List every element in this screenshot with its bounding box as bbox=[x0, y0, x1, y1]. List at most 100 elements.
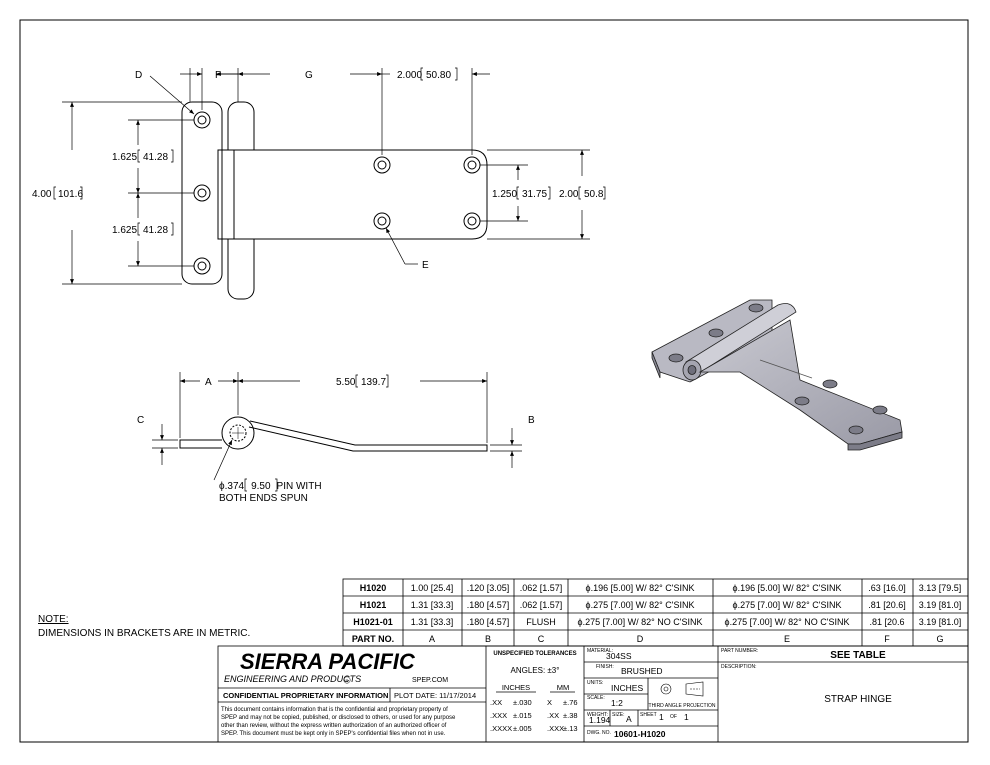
weight-value: 1.194 bbox=[589, 715, 611, 725]
dim-hole-spacing-1: 1.625 bbox=[112, 152, 137, 163]
table-cell-d: ϕ.275 [7.00] W/ 82° NO C'SINK bbox=[578, 617, 703, 627]
dim-hole-spacing-1-mm: 41.28 bbox=[143, 152, 168, 163]
confidential-label: CONFIDENTIAL PROPRIETARY INFORMATION bbox=[223, 691, 388, 700]
dim-length-mm: 139.7 bbox=[361, 377, 386, 388]
part-number-label: PART NUMBER: bbox=[721, 648, 758, 654]
top-view-dimensions bbox=[62, 68, 590, 285]
tol-in-value: ±.030 bbox=[513, 698, 532, 707]
tolerances-inches-header: INCHES bbox=[502, 683, 530, 692]
registered-mark-icon bbox=[343, 676, 351, 684]
table-header-part: PART NO. bbox=[352, 634, 394, 644]
size-value: A bbox=[626, 714, 632, 724]
disclaimer-line: This document contains information that … bbox=[221, 707, 448, 713]
of-label: OF bbox=[670, 714, 677, 720]
table-cell-c: .062 [1.57] bbox=[520, 600, 563, 610]
table-cell-a: 1.31 [33.3] bbox=[411, 600, 454, 610]
size-label: SIZE: bbox=[612, 712, 625, 718]
side-view-dimensions bbox=[152, 372, 522, 481]
third-angle-label: THIRD ANGLE PROJECTION bbox=[649, 703, 716, 709]
note-title: NOTE: bbox=[38, 614, 69, 625]
table-header-d: D bbox=[637, 634, 644, 644]
title-block bbox=[217, 645, 969, 743]
finish-label: FINISH: bbox=[596, 664, 614, 670]
of-value: 1 bbox=[684, 712, 689, 722]
title-block-text: SIERRA PACIFIC ENGINEERING AND PRODUCTS … bbox=[221, 648, 892, 739]
table-cell-part: H1021-01 bbox=[353, 617, 393, 627]
table-cell-f: .81 [20.6 bbox=[869, 617, 904, 627]
tol-mm-value: ±.38 bbox=[563, 711, 578, 720]
part-number-value: SEE TABLE bbox=[830, 650, 886, 661]
strap-outline bbox=[217, 149, 488, 240]
sheet-value: 1 bbox=[659, 712, 664, 722]
table-cell-g: 3.13 [79.5] bbox=[919, 583, 962, 593]
dim-strap-hole-spacing: 1.250 bbox=[492, 189, 517, 200]
tol-mm-format: X bbox=[547, 698, 552, 707]
tol-mm-format: .XX bbox=[547, 711, 559, 720]
label-d: D bbox=[135, 70, 142, 81]
third-angle-projection-icon bbox=[660, 681, 704, 697]
table-header-f: F bbox=[884, 634, 890, 644]
dim-hole-spacing-2: 1.625 bbox=[112, 225, 137, 236]
tol-in-format: .XXX bbox=[490, 711, 507, 720]
isometric-view bbox=[651, 299, 903, 451]
table-cell-c: FLUSH bbox=[526, 617, 556, 627]
part-table-text: H1020 1.00 [25.4] .120 [3.05] .062 [1.57… bbox=[352, 583, 961, 644]
dim-strap-width-mm: 50.8 bbox=[584, 189, 604, 200]
weight-label: WEIGHT: bbox=[587, 712, 608, 718]
table-cell-b: .120 [3.05] bbox=[467, 583, 510, 593]
table-cell-a: 1.31 [33.3] bbox=[411, 617, 454, 627]
top-view-dim-text: D F G 2.000 50.80 1.625 41.28 1.625 41.2… bbox=[32, 67, 606, 271]
table-cell-e: ϕ.275 [7.00] W/ 82° C'SINK bbox=[733, 600, 842, 610]
strap-hole bbox=[373, 212, 391, 230]
table-cell-d: ϕ.275 [7.00] W/ 82° C'SINK bbox=[586, 600, 695, 610]
pin-note-line-2: BOTH ENDS SPUN bbox=[219, 493, 308, 504]
table-cell-d: ϕ.196 [5.00] W/ 82° C'SINK bbox=[586, 583, 695, 593]
table-cell-e: ϕ.275 [7.00] W/ 82° NO C'SINK bbox=[725, 617, 850, 627]
side-view bbox=[179, 416, 488, 452]
disclaimer-line: SPEP. This document must be kept only in… bbox=[221, 731, 446, 737]
label-b: B bbox=[528, 415, 535, 426]
description-value: STRAP HINGE bbox=[824, 694, 892, 705]
finish-value: BRUSHED bbox=[621, 666, 663, 676]
table-header-c: C bbox=[538, 634, 545, 644]
company-subtitle: ENGINEERING AND PRODUCTS bbox=[224, 674, 361, 684]
tolerances-title: UNSPECIFIED TOLERANCES bbox=[493, 651, 576, 657]
dim-height-mm: 101.6 bbox=[58, 189, 83, 200]
table-cell-b: .180 [4.57] bbox=[467, 600, 510, 610]
dwg-no-value: 10601-H1020 bbox=[614, 729, 666, 739]
scale-value: 1:2 bbox=[611, 698, 623, 708]
sheet-label: SHEET bbox=[640, 712, 657, 718]
company-name: SIERRA PACIFIC bbox=[240, 649, 416, 674]
disclaimer-line: other than review, without the express w… bbox=[221, 723, 447, 729]
label-e: E bbox=[422, 260, 429, 271]
material-label: MATERIAL: bbox=[587, 648, 613, 654]
tol-in-format: .XXXX bbox=[490, 724, 512, 733]
strap-side bbox=[248, 420, 488, 452]
tolerances-mm-header: MM bbox=[557, 683, 570, 692]
disclaimer-line: SPEP and may not be copied, published, o… bbox=[221, 715, 456, 721]
scale-label: SCALE: bbox=[587, 695, 605, 701]
tol-mm-format: .XXX bbox=[547, 724, 564, 733]
table-cell-b: .180 [4.57] bbox=[467, 617, 510, 627]
table-header-a: A bbox=[429, 634, 435, 644]
label-c: C bbox=[137, 415, 144, 426]
tol-in-value: ±.005 bbox=[513, 724, 532, 733]
tol-mm-value: ±.13 bbox=[563, 724, 578, 733]
label-g: G bbox=[305, 70, 313, 81]
leaf-side bbox=[179, 439, 222, 449]
table-cell-part: H1021 bbox=[360, 600, 387, 610]
label-a: A bbox=[205, 377, 212, 388]
plot-date: PLOT DATE: 11/17/2014 bbox=[394, 691, 476, 700]
table-cell-e: ϕ.196 [5.00] W/ 82° C'SINK bbox=[733, 583, 842, 593]
strap-hole bbox=[373, 156, 391, 174]
dim-strap-hole-spacing-mm: 31.75 bbox=[522, 189, 547, 200]
table-cell-f: .81 [20.6] bbox=[868, 600, 906, 610]
registered-mark-letter: R bbox=[346, 678, 349, 683]
table-cell-g: 3.19 [81.0] bbox=[919, 617, 962, 627]
dim-g-length: 2.000 bbox=[397, 70, 422, 81]
tol-mm-value: ±.76 bbox=[563, 698, 578, 707]
note-text: DIMENSIONS IN BRACKETS ARE IN METRIC. bbox=[38, 628, 250, 639]
